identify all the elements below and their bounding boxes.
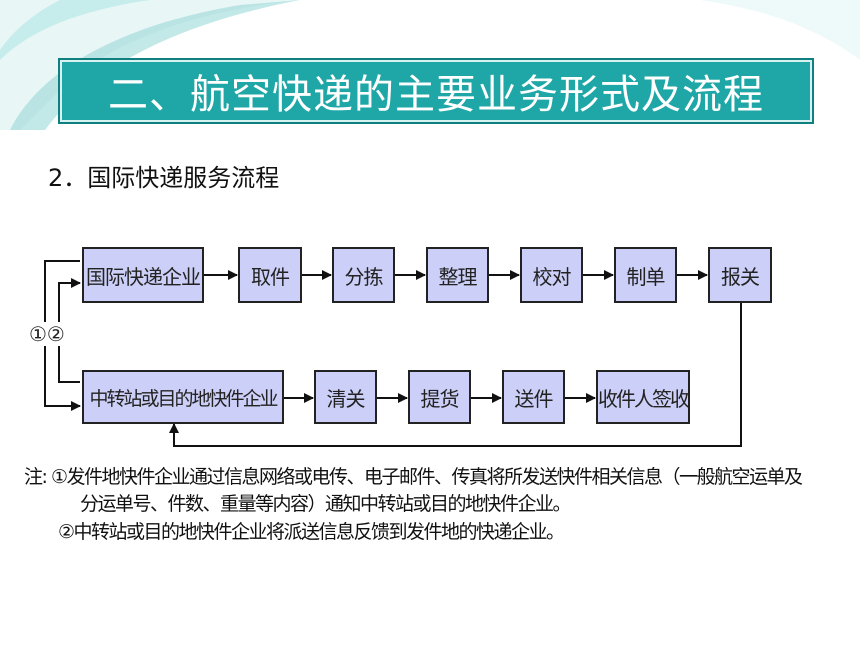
flow-step-customs-declaration: 报关	[708, 247, 772, 303]
flow-step-collection: 提货	[408, 370, 471, 424]
flow-step-customs-clearance: 清关	[314, 370, 377, 424]
flow-step-recipient-signs: 收件人签收	[596, 370, 690, 424]
title-banner: 二、航空快递的主要业务形式及流程	[58, 58, 814, 124]
loop-label: ①②	[28, 322, 66, 346]
section-subtitle: 2．国际快递服务流程	[48, 164, 280, 192]
note-line-3: ②中转站或目的地快件企业将派送信息反馈到发件地的快递企业。	[58, 521, 565, 543]
flow-step-sorting: 分拣	[332, 247, 395, 303]
page-title: 二、航空快递的主要业务形式及流程	[108, 72, 764, 118]
flow-step-documenting: 制单	[614, 247, 677, 303]
flow-step-domestic-courier: 国际快递企业	[82, 247, 204, 303]
note-line-1: 注: ①发件地快件企业通过信息网络或电传、电子邮件、传真将所发送快件相关信息（一…	[24, 466, 803, 488]
flow-step-delivery: 送件	[502, 370, 565, 424]
flow-step-pickup: 取件	[238, 247, 302, 303]
flow-step-transit-destination-courier: 中转站或目的地快件企业	[82, 370, 284, 424]
note-line-2: 分运单号、件数、重量等内容）通知中转站或目的地快件企业。	[80, 493, 572, 515]
flow-step-checking: 校对	[520, 247, 583, 303]
flow-step-arranging: 整理	[426, 247, 489, 303]
